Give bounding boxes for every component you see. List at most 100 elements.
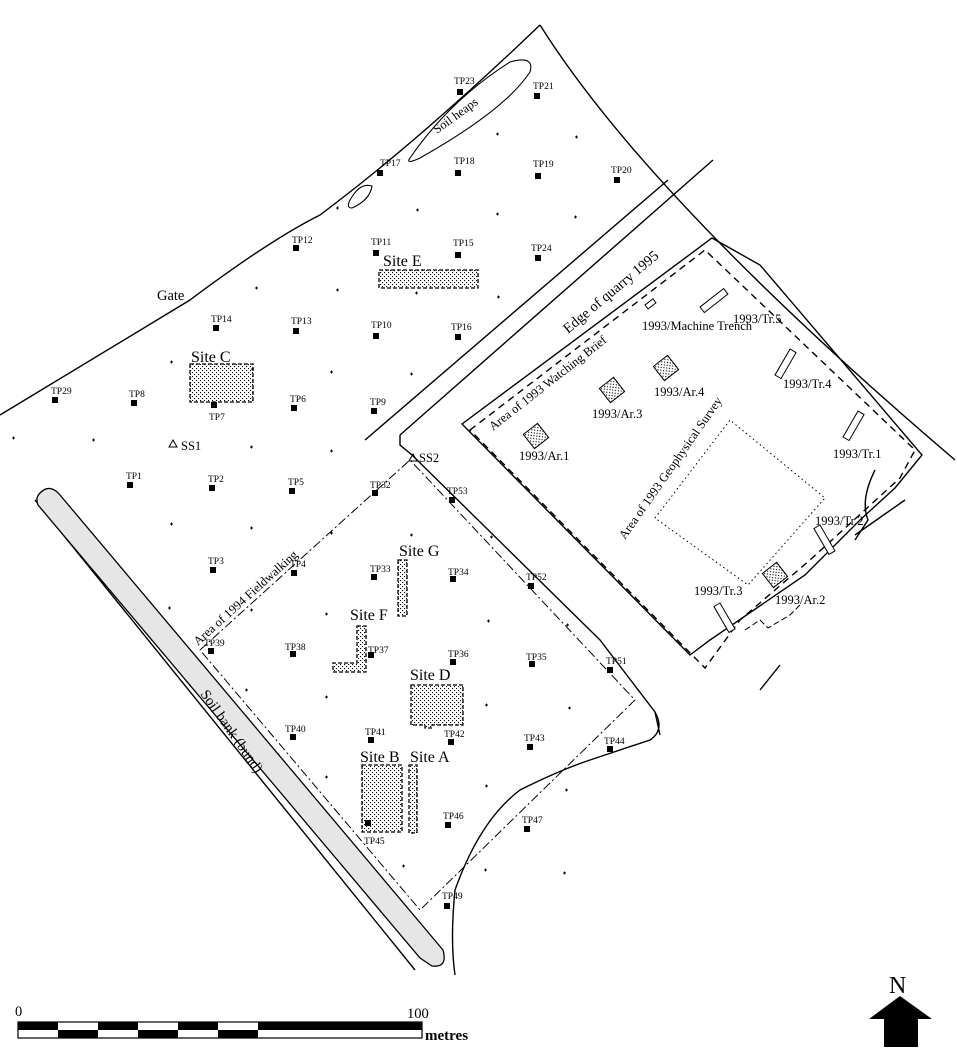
tp-label: TP15 [453, 239, 474, 249]
tp-label: TP21 [533, 82, 554, 92]
test-pit-marker [450, 576, 456, 582]
south-west-edge [34, 499, 416, 971]
scale-seg [98, 1022, 138, 1030]
tp-label: TP8 [129, 390, 145, 400]
triangle-icon [408, 452, 418, 462]
quarry-edge-line-lower [399, 435, 413, 456]
tp-label: TP20 [611, 166, 632, 176]
tp-label: TP5 [288, 478, 304, 488]
tp-label: TP1 [126, 472, 142, 482]
grid-cross [496, 132, 499, 136]
test-pit-marker [445, 822, 451, 828]
tp-label: TP2 [208, 475, 224, 485]
tp-label: TP34 [448, 568, 469, 578]
test-pit-marker [372, 490, 378, 496]
grid-crosses [12, 132, 578, 875]
site-c-label: Site C [191, 349, 231, 366]
tp-label: TP49 [442, 892, 463, 902]
tp-label: TP18 [454, 157, 475, 167]
tp-label: TP10 [371, 321, 392, 331]
soil-heap-outline [408, 59, 532, 163]
tp-label: TP42 [444, 730, 465, 740]
quarry-edge-connector [744, 604, 801, 631]
label-ar2: 1993/Ar.2 [775, 593, 825, 607]
sample-points: SS1 SS2 [168, 438, 439, 465]
tp-label: TP33 [370, 565, 391, 575]
grid-cross [92, 438, 95, 442]
tp-label: TP4 [290, 560, 306, 570]
tp-label: TP37 [368, 646, 389, 656]
grid-cross [325, 775, 328, 779]
area-1993-ar1 [522, 422, 550, 450]
scale-seg [18, 1022, 58, 1030]
scale-unit-label: metres [425, 1028, 468, 1044]
grid-cross [485, 784, 488, 788]
grid-cross [487, 619, 490, 623]
soil-heap-small [347, 184, 373, 209]
watching-brief-boundary [468, 249, 916, 670]
test-pit-marker [213, 325, 219, 331]
field-divider-line [364, 179, 669, 441]
tp-label: TP46 [443, 812, 464, 822]
site-g-shape [397, 559, 408, 617]
grid-cross [170, 360, 173, 364]
fieldwalking-boundary [199, 459, 636, 911]
grid-cross [330, 449, 333, 453]
scale-end-label: 100 [407, 1006, 429, 1022]
scale-seg [138, 1030, 178, 1038]
field-east-edge [654, 711, 661, 736]
grid-cross [416, 208, 419, 212]
site-g-label: Site G [399, 543, 440, 560]
test-pit-marker [127, 482, 133, 488]
label-ar1: 1993/Ar.1 [519, 449, 569, 463]
grid-cross [250, 608, 253, 612]
grid-cross [410, 372, 413, 376]
label-tr4: 1993/Tr.4 [783, 377, 832, 391]
grid-cross [330, 370, 333, 374]
label-tr5: 1993/Tr.5 [733, 312, 782, 326]
grid-cross [490, 535, 493, 539]
area-1993-ar2 [761, 561, 789, 589]
grid-cross [325, 695, 328, 699]
soil-heaps: Soil heaps [347, 59, 532, 209]
grid-cross [336, 206, 339, 210]
test-pit-marker [534, 93, 540, 99]
test-pit-marker [529, 661, 535, 667]
grid-cross [245, 688, 248, 692]
grid-cross [402, 864, 405, 868]
grid-cross [12, 436, 15, 440]
test-pit-marker [373, 250, 379, 256]
tp-label: TP39 [204, 639, 225, 649]
trench-1993-tr1 [842, 410, 865, 442]
tp-label: TP32 [370, 481, 391, 491]
label-ar4: 1993/Ar.4 [654, 385, 705, 399]
test-pit-marker [449, 497, 455, 503]
tp-label: TP51 [606, 657, 627, 667]
tp-label: TP38 [285, 643, 306, 653]
tp-label: TP45 [364, 837, 385, 847]
site-d-label: Site D [410, 667, 450, 684]
label-tr3: 1993/Tr.3 [694, 584, 743, 598]
field-boundaries [0, 24, 956, 976]
area-1993-ar3 [598, 376, 626, 404]
grid-cross [250, 526, 253, 530]
tp-label: TP3 [208, 557, 224, 567]
test-pit-marker [293, 328, 299, 334]
grid-cross [566, 623, 569, 627]
test-pit-marker [614, 177, 620, 183]
grid-cross [251, 367, 254, 371]
grid-cross [255, 286, 258, 290]
test-pit-marker [455, 334, 461, 340]
tp-label: TP52 [526, 573, 547, 583]
site-f-label: Site F [350, 607, 388, 624]
scale-seg [178, 1022, 218, 1030]
grid-cross [485, 703, 488, 707]
grid-cross [574, 215, 577, 219]
tp-label: TP41 [365, 728, 386, 738]
tp-label: TP43 [524, 734, 545, 744]
site-e-shape [378, 269, 479, 289]
scale-bar: 0 100 metres [15, 1004, 468, 1044]
features-1993: 1993/Tr.5 1993/Machine Trench 1993/Tr.4 … [519, 287, 882, 634]
tp-label: TP35 [526, 653, 547, 663]
